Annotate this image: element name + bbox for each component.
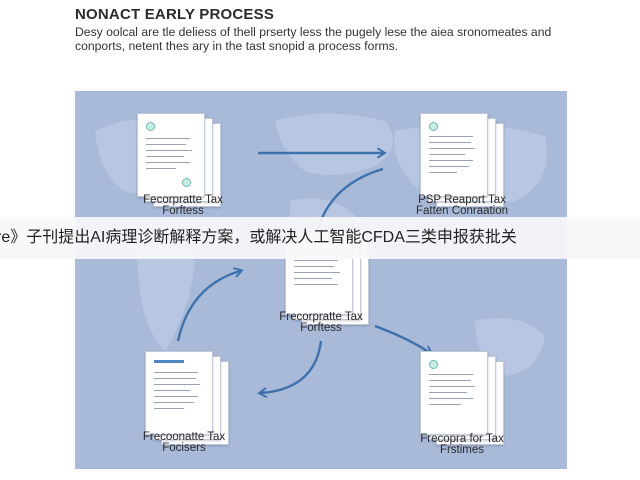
seal-icon xyxy=(146,122,155,131)
node-label-line: Frecorpratte Tax xyxy=(279,311,363,323)
document-icon xyxy=(420,351,488,435)
process-diagram: Fecorpratte Tax Forftess PSP Reaport Tax… xyxy=(75,91,567,469)
banner-text: re》子刊提出AI病理诊断解释方案，或解决人工智能CFDA三类申报获批关 xyxy=(0,229,517,246)
node-label-line: Frecopra for Tax xyxy=(420,433,504,445)
document-icon xyxy=(137,113,205,197)
title-bar xyxy=(154,360,184,363)
node-label-top-right: PSP Reaport Tax Fatten Conraation xyxy=(387,194,537,217)
document-stack-top-right xyxy=(420,113,506,211)
seal-icon xyxy=(429,122,438,131)
node-label-line: Forftess xyxy=(300,322,342,334)
node-label-line: Fecorpratte Tax xyxy=(143,194,223,206)
node-label-bottom-right: Frecopra for Tax Frstimes xyxy=(387,433,537,456)
page-description: Desy oolcal are tle deliess of thell prs… xyxy=(75,25,552,53)
seal-icon xyxy=(429,360,438,369)
arrow-center-to-bottom-right xyxy=(374,324,430,353)
page-title: NONACT EARLY PROCESS xyxy=(75,6,275,23)
node-label-bottom-left: Frecoonatte Tax Focisers xyxy=(109,431,259,454)
overlay-banner[interactable]: re》子刊提出AI病理诊断解释方案，或解决人工智能CFDA三类申报获批关 xyxy=(0,217,640,259)
node-label-line: Forftess xyxy=(162,205,204,217)
document-stack-bottom-left xyxy=(145,351,231,449)
document-stack-bottom-right xyxy=(420,351,506,449)
node-label-center: Frecorpratte Tax Forftess xyxy=(246,311,396,334)
node-label-line: PSP Reaport Tax xyxy=(418,194,506,206)
node-label-line: Fatten Conraation xyxy=(415,205,509,217)
document-stack-top-left xyxy=(137,113,223,211)
document-icon xyxy=(145,351,213,435)
document-icon xyxy=(420,113,488,197)
arrow-center-to-bottom-left xyxy=(261,340,323,393)
node-label-line: Frecoonatte Tax xyxy=(142,431,226,443)
node-label-line: Focisers xyxy=(162,442,206,454)
arrow-bottom-left-to-center xyxy=(176,271,240,342)
node-label-line: Frstimes xyxy=(439,444,485,456)
node-label-top-left: Fecorpratte Tax Forftess xyxy=(108,194,258,217)
seal-icon xyxy=(182,178,191,187)
